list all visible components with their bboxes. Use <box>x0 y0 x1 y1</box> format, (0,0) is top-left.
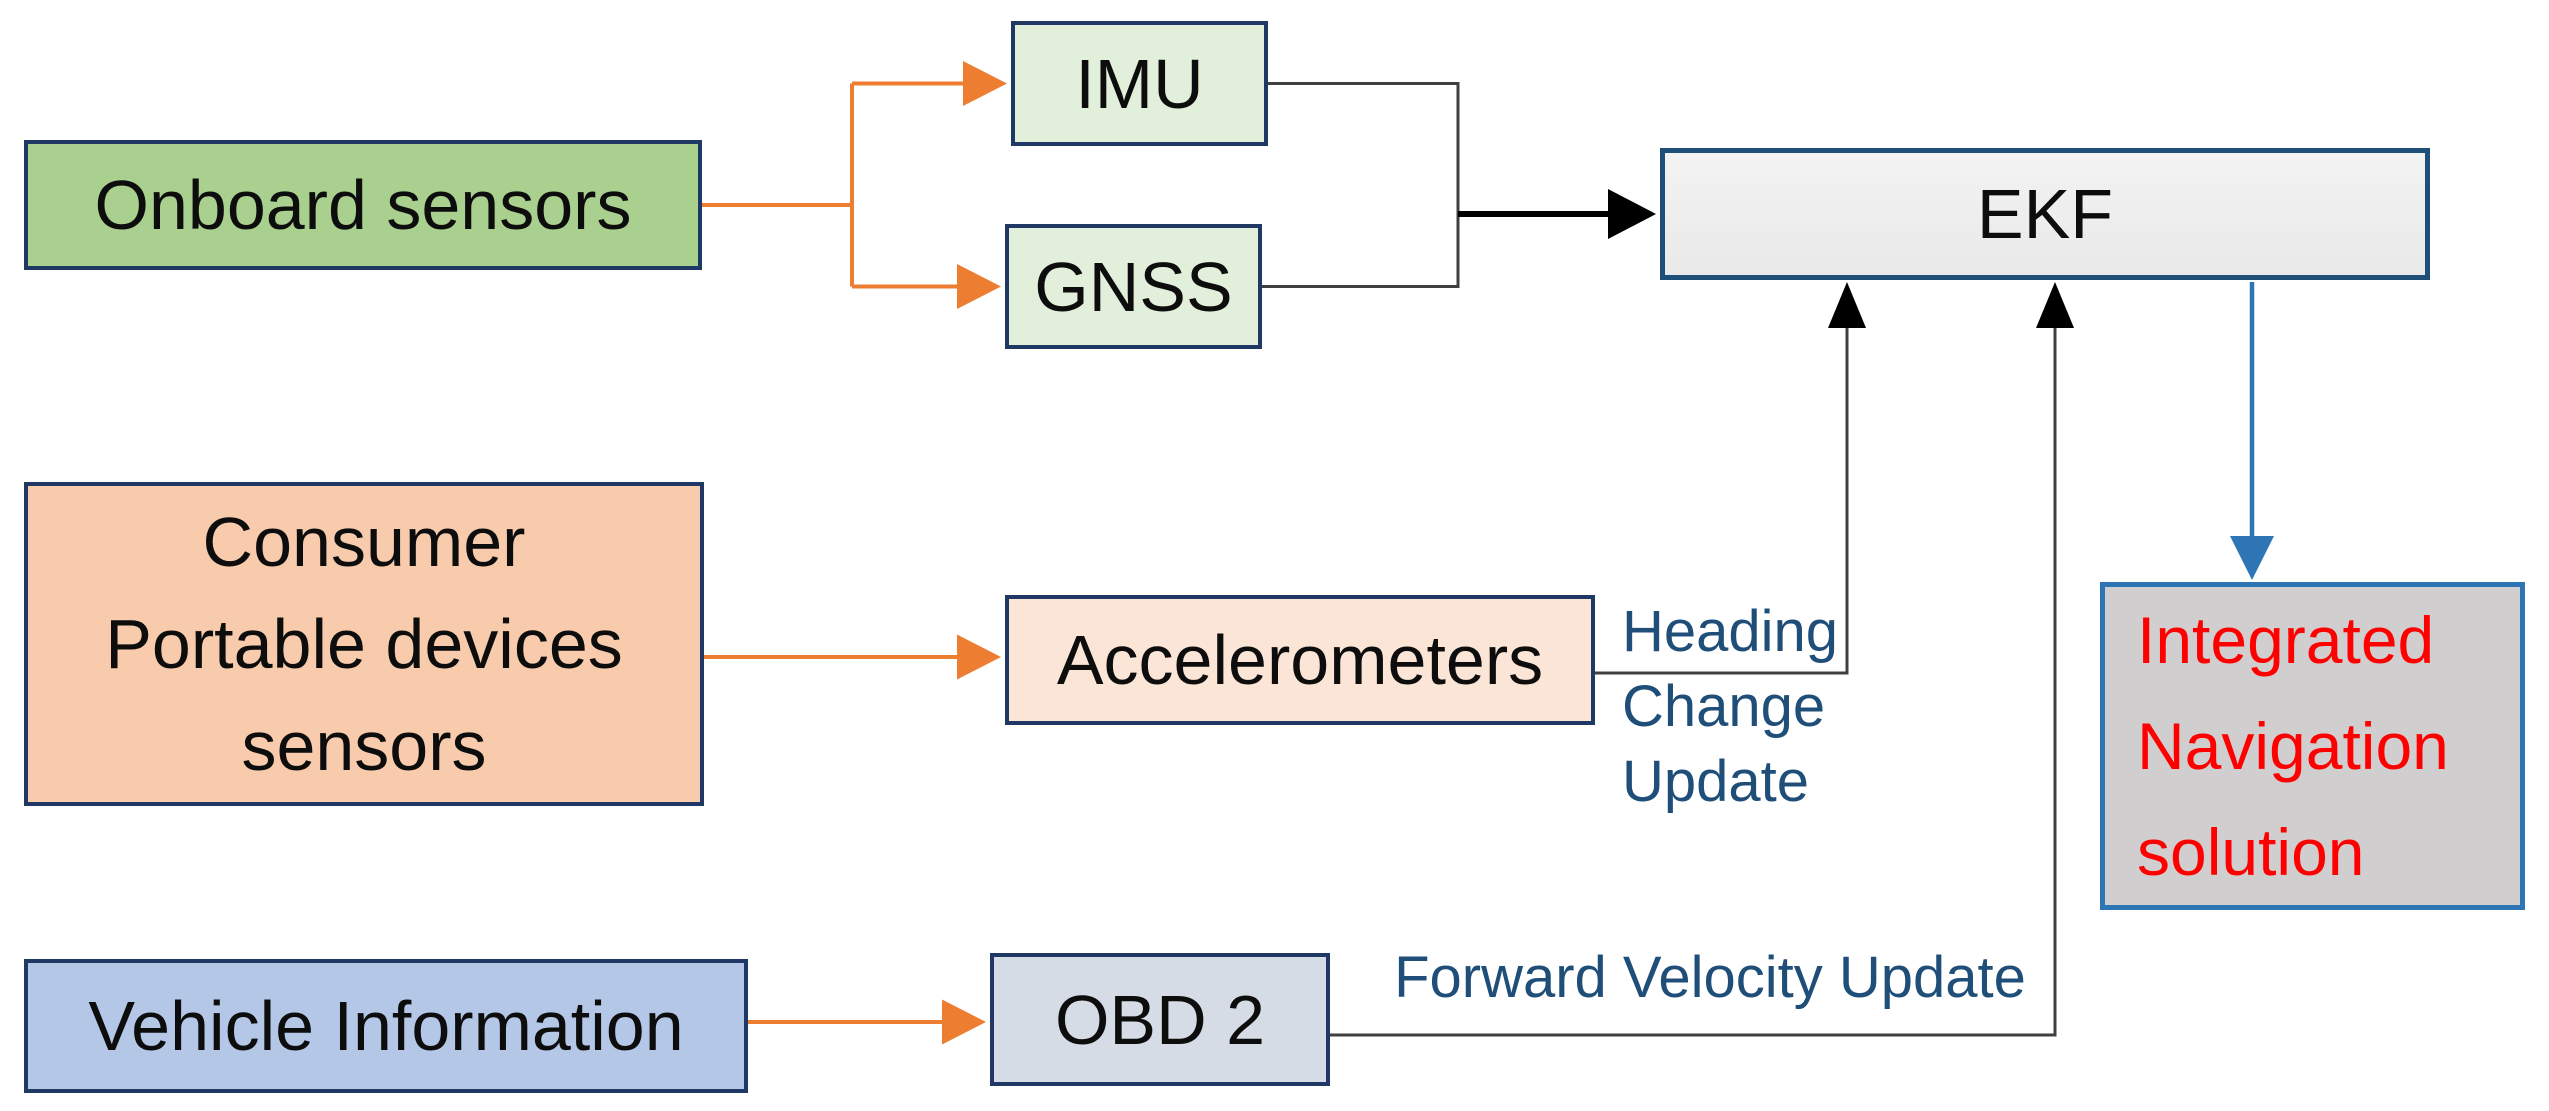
consumer-label-line-1: Consumer <box>202 503 526 581</box>
heading-change-update-line-1: Heading <box>1622 599 1839 664</box>
accelerometers-box: Accelerometers <box>1005 595 1595 725</box>
heading-change-update-line-3: Update <box>1622 749 1810 814</box>
edge-obd2-to-ekf-line <box>1330 328 2057 1037</box>
integrated-label-line-2: Navigation <box>2137 709 2449 783</box>
edge-ekf-to-integrated-arrowhead <box>2230 536 2274 580</box>
edge-onboard-branch-line <box>702 81 966 289</box>
forward-velocity-update-label: Forward Velocity Update <box>1394 945 2026 1010</box>
gnss-box: GNSS <box>1005 224 1262 349</box>
edge-onboard-to-gnss-arrowhead <box>957 264 1001 309</box>
vehicle-information-label: Vehicle Information <box>88 987 684 1065</box>
edge-merge-to-ekf-arrowhead <box>1608 189 1656 239</box>
imu-box: IMU <box>1011 21 1268 146</box>
edge-imu-gnss-merge-line <box>1262 82 1460 288</box>
ekf-label: EKF <box>1976 175 2114 253</box>
consumer-label-line-2: Portable devices <box>105 605 623 683</box>
consumer-portable-devices-sensors-box: Consumer Portable devices sensors <box>24 482 704 806</box>
gnss-label: GNSS <box>1034 247 1233 326</box>
obd2-box: OBD 2 <box>990 953 1330 1086</box>
consumer-label-line-3: sensors <box>241 707 487 785</box>
integrated-label-line-1: Integrated <box>2137 603 2435 677</box>
obd2-label: OBD 2 <box>1054 980 1266 1059</box>
edge-onboard-to-imu-arrowhead <box>963 61 1007 106</box>
onboard-sensors-label: Onboard sensors <box>94 166 632 244</box>
vehicle-information-box: Vehicle Information <box>24 959 748 1093</box>
onboard-sensors-box: Onboard sensors <box>24 140 702 270</box>
edge-accelerometers-to-ekf-arrowhead <box>1828 282 1866 328</box>
heading-change-update-line-2: Change <box>1622 674 1826 739</box>
ekf-box: EKF <box>1660 148 2430 280</box>
edge-accelerometers-to-ekf-line <box>1595 328 1849 675</box>
accelerometers-label: Accelerometers <box>1056 621 1544 699</box>
edge-consumer-to-accelerometers-arrowhead <box>957 634 1001 680</box>
integrated-navigation-solution-box: Integrated Navigation solution <box>2100 582 2525 910</box>
edge-obd2-to-ekf-arrowhead <box>2036 282 2074 328</box>
integrated-label-line-3: solution <box>2137 815 2365 889</box>
imu-label: IMU <box>1075 44 1204 123</box>
heading-change-update-label: Heading Change Update <box>1622 594 1862 819</box>
edge-vehicle-to-obd2-arrowhead <box>942 999 986 1045</box>
